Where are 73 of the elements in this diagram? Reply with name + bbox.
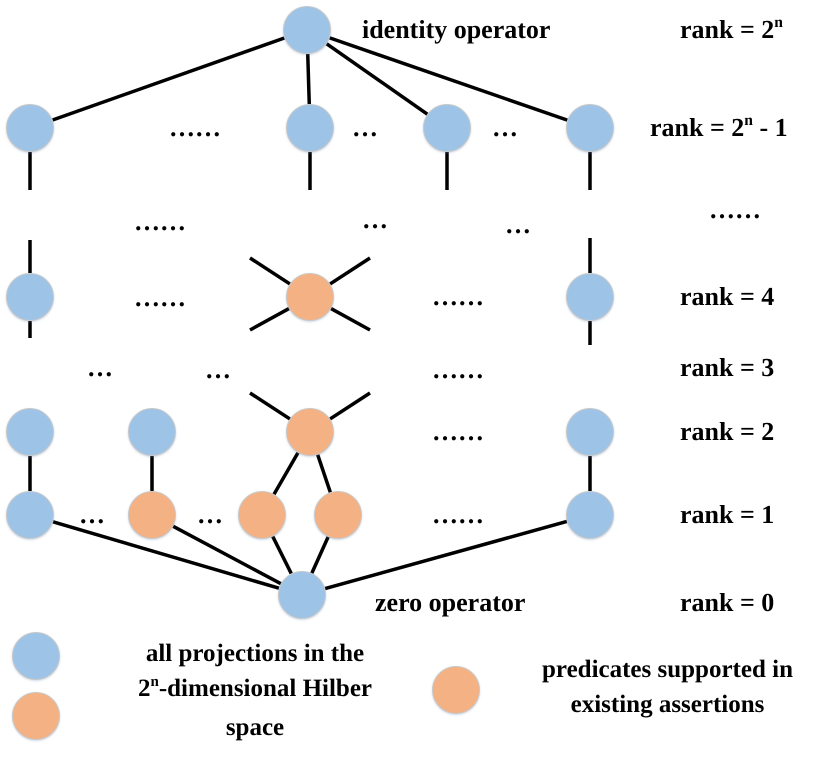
node-circle [6,273,54,321]
node-circle [286,273,334,321]
stub-line [249,256,291,286]
node-circle [286,104,334,152]
node-circle [423,104,471,152]
ellipsis-text: … [197,500,223,530]
node-circle [566,408,614,456]
node-circle [566,491,614,539]
ellipsis-text: …… [432,500,484,530]
connector-line [326,42,428,116]
node-circle [314,491,362,539]
connector-line [271,536,293,574]
stub-line [329,392,371,420]
rank-label: rank = 2$^{n}$ [680,15,783,46]
node-circle [6,491,54,539]
stub-line [28,152,32,190]
rank-label: rank = 0 [680,588,774,618]
connector-line [52,36,285,122]
node-circle [566,273,614,321]
ellipsis-text: …… [432,282,484,312]
ellipsis-text: … [87,353,113,383]
node-caption: zero operator [375,588,526,618]
connector-line [28,456,32,491]
stub-line [330,307,371,332]
stub-line [308,152,312,190]
legend-text: all projections in the 2$^{n}$-dimensional Hilber space [136,639,374,743]
rank-label: rank = 4 [680,282,774,312]
ellipsis-text: … [352,113,378,143]
node-circle [6,104,54,152]
ellipsis-text: …… [169,113,221,143]
ellipsis-text: …… [134,283,186,313]
stub-line [329,256,371,286]
node-circle [286,408,334,456]
rank-label: rank = 3 [680,353,774,383]
stub-line [249,307,290,332]
stub-line [28,240,32,273]
ellipsis-text: … [505,210,531,240]
connector-line [272,452,300,496]
connector-line [329,36,568,122]
rank-label: rank = 2$^{n}$ - 1 [650,113,788,144]
ellipsis-text: … [79,500,105,530]
ellipsis-text: … [362,205,388,235]
connector-line [310,536,330,574]
stub-line [588,152,592,190]
rank-label: rank = 1 [680,500,774,530]
node-circle [128,408,176,456]
connector-line [150,456,154,491]
rank-label: rank = 2 [680,417,774,447]
stub-line [445,152,449,190]
connector-line [316,454,332,493]
ellipsis-text: …… [432,355,484,385]
stub-line [28,321,32,338]
node-circle [278,571,326,619]
ellipsis-text: …… [134,207,186,237]
ellipsis-text: …… [709,195,761,225]
connector-line [172,524,282,586]
node-circle [128,491,176,539]
stub-line [588,321,592,345]
node-circle [283,6,331,54]
connector-line [324,520,568,590]
ellipsis-text: … [205,355,231,385]
stub-line [588,238,592,273]
stub-line [249,392,291,420]
node-circle [6,408,54,456]
node-circle [566,104,614,152]
ellipsis-text: … [492,113,518,143]
ellipsis-text: …… [432,417,484,447]
connector-line [588,456,592,491]
legend-text: predicates supported in existing assertions [541,655,794,720]
node-caption: identity operator [362,15,550,45]
node-circle [238,491,286,539]
connector-line [52,520,280,590]
connector-line [306,54,312,104]
